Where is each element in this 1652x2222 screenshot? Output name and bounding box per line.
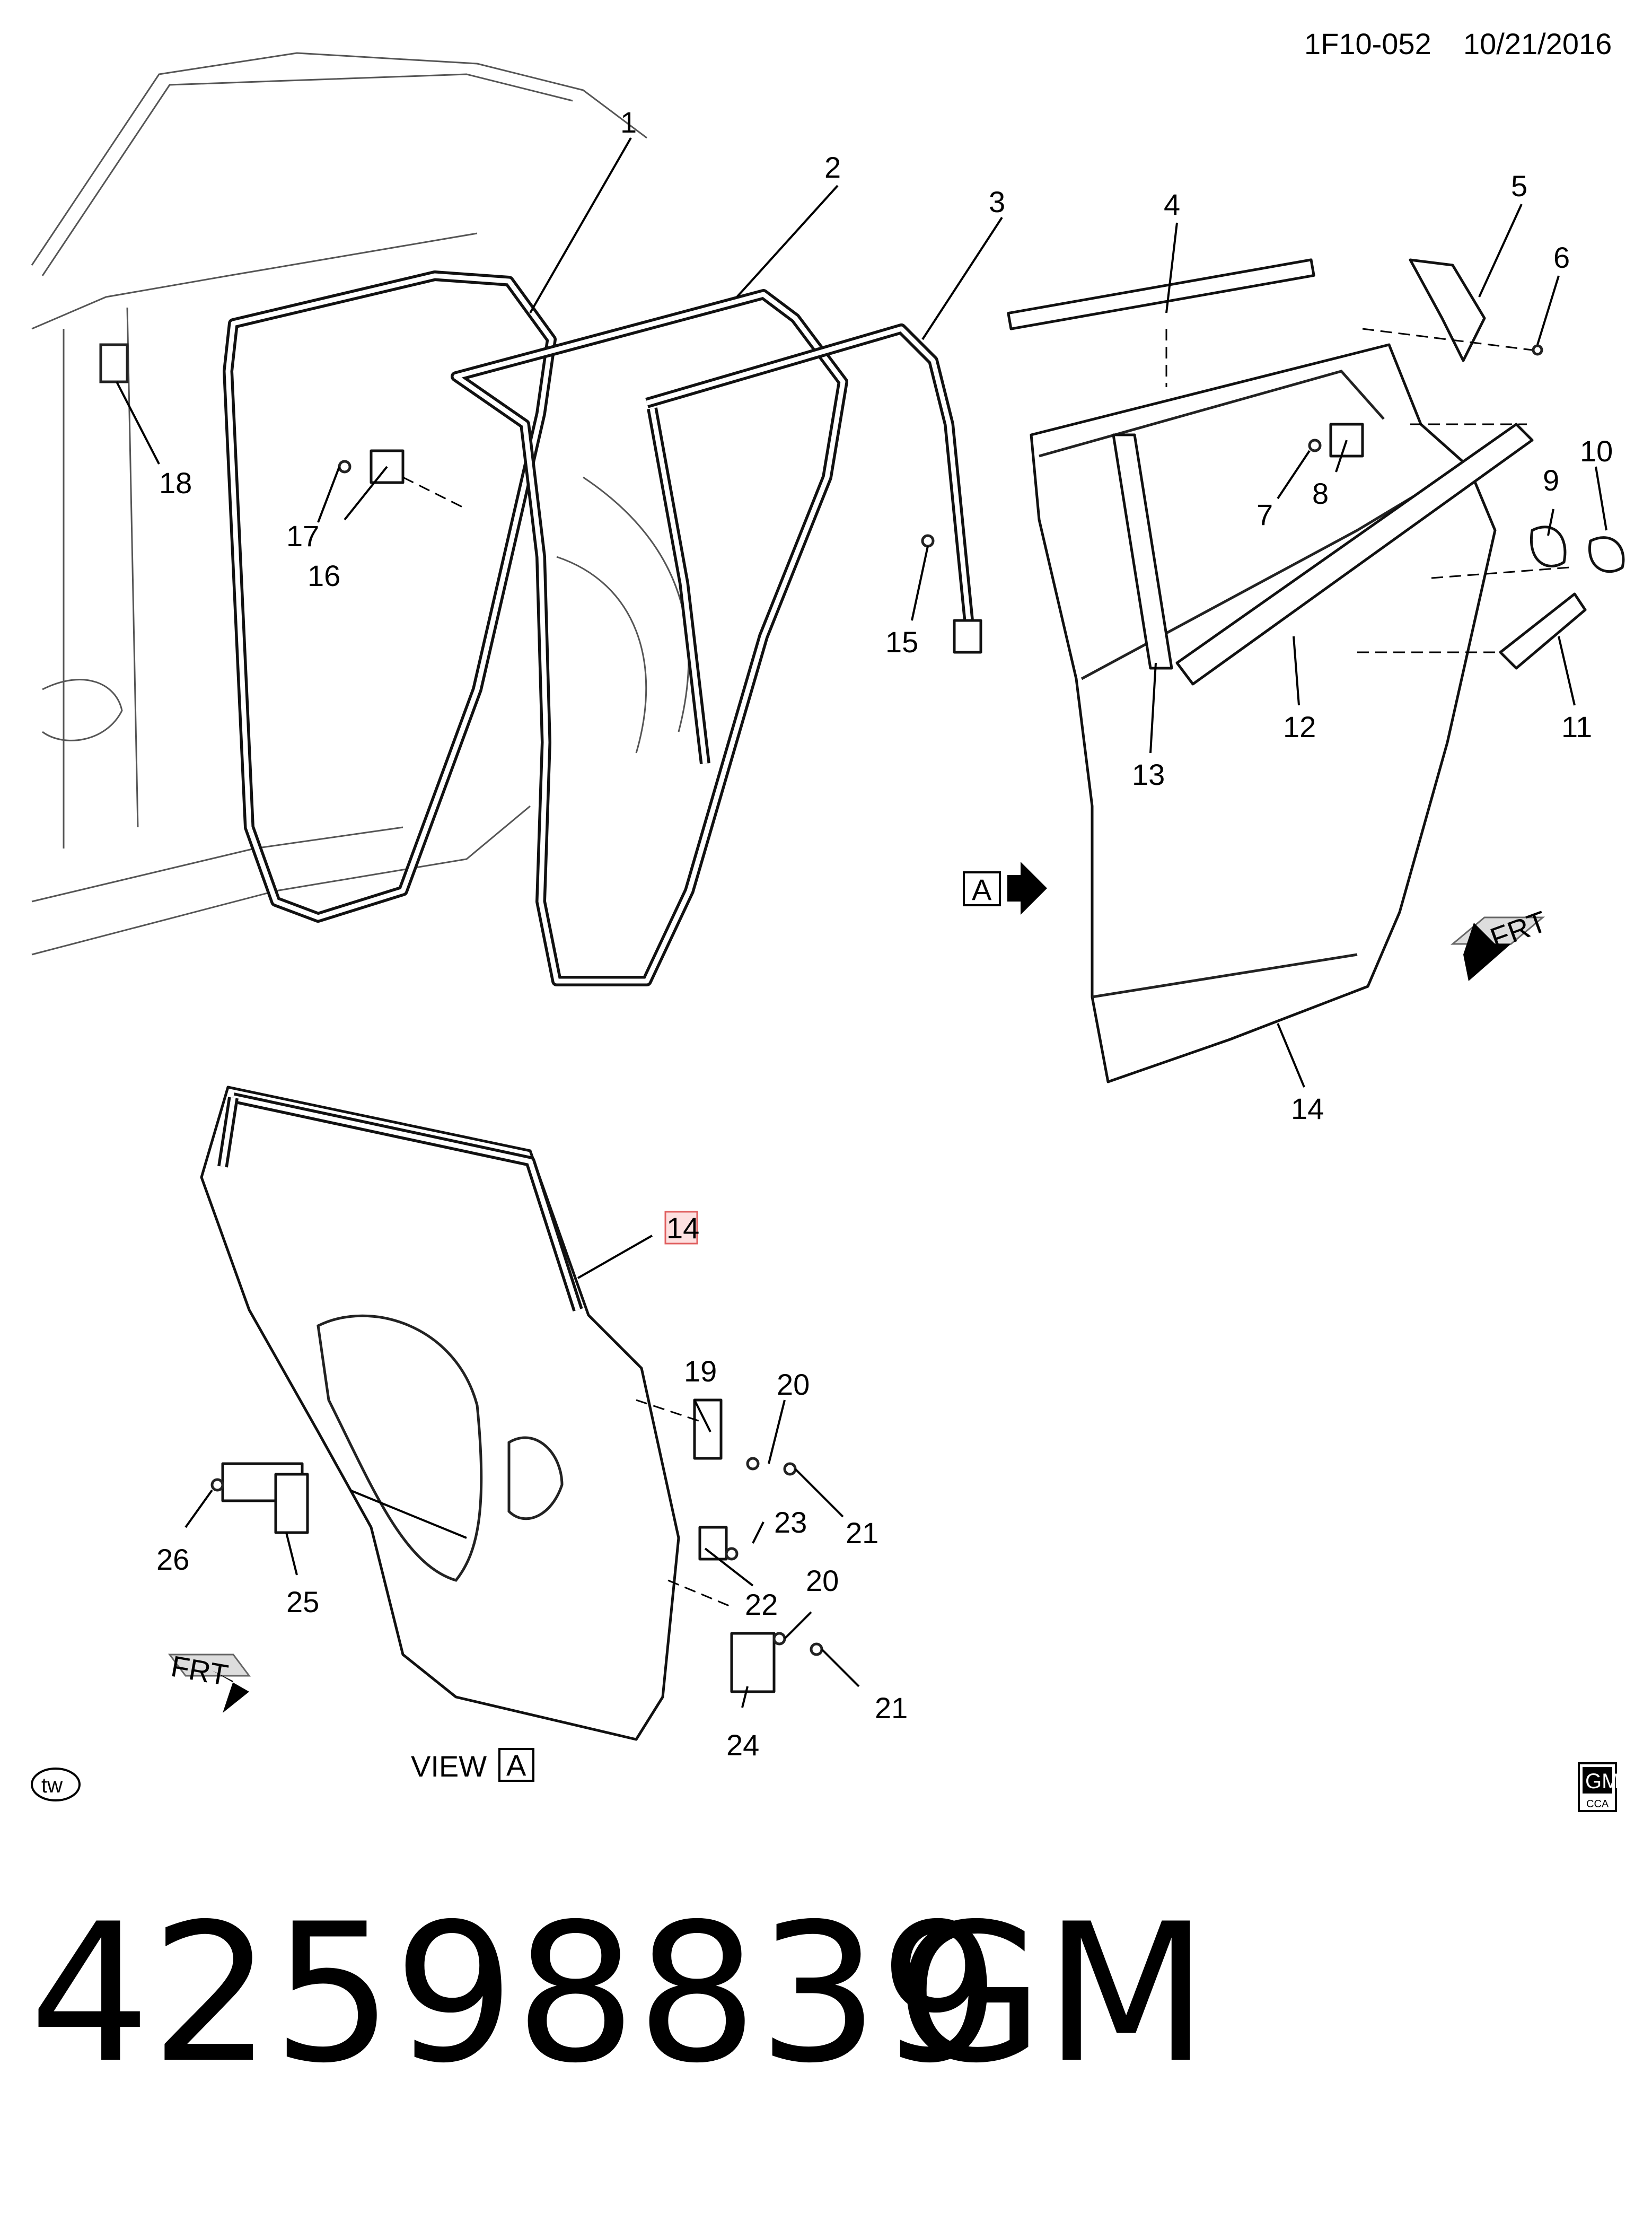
callout-11: 11 (1561, 710, 1592, 743)
tw-badge: tw (31, 1768, 81, 1801)
callout-24: 24 (726, 1728, 759, 1762)
part-number: 42598839 (29, 1883, 1001, 2105)
callout-21-top: 21 (846, 1516, 878, 1550)
gm-logo: GM CCA (1578, 1762, 1619, 1812)
callout-14-box (664, 1211, 698, 1245)
callout-13: 13 (1132, 758, 1165, 791)
leader-lines (116, 137, 1607, 1708)
callout-3: 3 (989, 185, 1005, 218)
exploded-door-diagram: .thin{fill:none;stroke:#555;stroke-width… (31, 52, 1625, 1812)
svg-text:GM: GM (1585, 1770, 1619, 1793)
brand-name: GM (896, 1883, 1209, 2105)
callout-14-bottom: 14 (666, 1211, 699, 1245)
frt-arrow-left: FRT (168, 1649, 251, 1713)
svg-text:A: A (972, 873, 992, 906)
seal-2 (451, 289, 848, 986)
callout-15: 15 (885, 625, 918, 659)
vehicle-body-outline (31, 52, 690, 956)
callout-numbers: 1 2 3 4 5 6 7 8 9 10 11 12 13 14 15 16 1… (156, 106, 1613, 1762)
callout-23: 23 (774, 1506, 807, 1539)
callout-5: 5 (1511, 169, 1527, 203)
svg-text:FRT: FRT (1486, 904, 1551, 955)
callout-4: 4 (1164, 188, 1180, 221)
callout-8: 8 (1312, 477, 1329, 510)
callout-10: 10 (1580, 434, 1613, 468)
callout-6: 6 (1553, 241, 1570, 274)
assembly-lines (402, 328, 1570, 1608)
svg-text:A: A (506, 1748, 526, 1782)
callout-2: 2 (824, 151, 841, 184)
callout-16: 16 (307, 559, 340, 592)
seal-1 (223, 270, 557, 923)
callout-20-bottom: 20 (806, 1564, 839, 1597)
callout-1: 1 (620, 106, 637, 139)
svg-text:CCA: CCA (1586, 1798, 1609, 1810)
callout-25: 25 (286, 1585, 319, 1619)
svg-text:tw: tw (41, 1774, 63, 1797)
callout-20-top: 20 (777, 1368, 810, 1401)
callout-17: 17 (286, 519, 319, 553)
outer-door-panel (1007, 258, 1625, 1083)
callout-14-top: 14 (1291, 1092, 1324, 1125)
callout-21-bottom: 21 (875, 1691, 908, 1725)
drawing-code: 1F10-052 (1304, 27, 1431, 60)
drawing-date: 10/21/2016 (1463, 27, 1612, 60)
callout-18: 18 (159, 466, 192, 500)
seal-3 (645, 323, 982, 765)
callout-12: 12 (1283, 710, 1316, 743)
inner-door-panel (200, 1086, 776, 1741)
callout-9: 9 (1543, 463, 1559, 497)
svg-text:VIEW: VIEW (411, 1749, 487, 1783)
view-a-label: VIEW A (411, 1748, 534, 1783)
view-a-marker: A (963, 862, 1047, 915)
callout-7: 7 (1256, 498, 1273, 531)
callout-26: 26 (156, 1543, 189, 1576)
callout-19: 19 (684, 1354, 717, 1388)
callout-22: 22 (745, 1588, 778, 1621)
frt-arrow-right: FRT (1450, 904, 1551, 981)
